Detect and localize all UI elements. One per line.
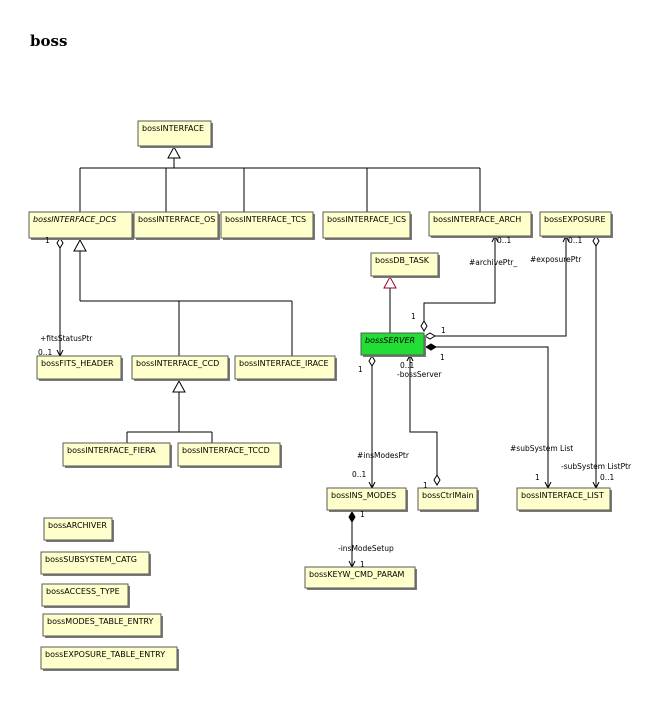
- class-interface-dcs[interactable]: bossINTERFACE_DCS: [28, 211, 134, 240]
- class-name: bossKEYW_CMD_PARAM: [309, 570, 405, 579]
- label-archive-mult-top: 0..1: [497, 236, 512, 245]
- class-name: bossARCHIVER: [48, 521, 107, 530]
- class-boxes: bossINTERFACE bossINTERFACE_DCS bossINTERF…: [28, 120, 613, 671]
- class-name: bossINTERFACE_ICS: [327, 215, 406, 224]
- class-subsystem-catg[interactable]: bossSUBSYSTEM_CATG: [40, 551, 151, 576]
- class-exposure[interactable]: bossEXPOSURE: [539, 211, 613, 238]
- class-interface-tcs[interactable]: bossINTERFACE_TCS: [220, 211, 315, 240]
- label-fits-mult-top: 1: [45, 236, 50, 245]
- generalization-arrowhead: [383, 275, 397, 289]
- class-name: bossINTERFACE_LIST: [521, 491, 604, 500]
- class-name: bossSERVER: [365, 336, 415, 345]
- label-insModesPtr: #insModesPtr: [357, 451, 410, 460]
- label-subSystemList: #subSystem List: [510, 444, 573, 453]
- label-archive-mult-server: 1: [411, 312, 416, 321]
- class-name: bossSUBSYSTEM_CATG: [45, 555, 137, 564]
- relationship-lines: [56, 145, 600, 569]
- label-setup-mult-bottom: 1: [360, 560, 365, 569]
- label-bossServer: -bossServer: [397, 370, 442, 379]
- aggregation-diamond: [420, 320, 428, 332]
- class-name: bossDB_TASK: [375, 256, 430, 265]
- label-subsys-mult: 1: [535, 473, 540, 482]
- composition-diamond: [425, 343, 437, 351]
- class-interface-ccd[interactable]: bossINTERFACE_CCD: [131, 355, 230, 381]
- class-interface-arch[interactable]: bossINTERFACE_ARCH: [428, 211, 533, 238]
- label-server-mult-right: 1: [440, 353, 445, 362]
- class-keyw-cmd-param[interactable]: bossKEYW_CMD_PARAM: [304, 566, 417, 590]
- aggregation-diamond: [433, 474, 441, 486]
- class-interface-irace[interactable]: bossINTERFACE_IRACE: [234, 355, 337, 381]
- label-ctrl-mult: 1: [423, 481, 428, 490]
- class-name: bossINTERFACE_CCD: [136, 359, 219, 368]
- class-name: bossEXPOSURE_TABLE_ENTRY: [45, 650, 165, 659]
- class-ctrl-main[interactable]: bossCtrlMain: [417, 487, 479, 512]
- class-name: bossCtrlMain: [422, 491, 474, 500]
- generalization-arrowhead: [167, 145, 181, 159]
- label-exposurePtr: #exposurePtr: [530, 255, 582, 264]
- class-name: bossINTERFACE_TCS: [225, 215, 306, 224]
- label-insmodes-mult: 0..1: [352, 470, 367, 479]
- class-name: bossINTERFACE_ARCH: [433, 215, 521, 224]
- class-interface-os[interactable]: bossINTERFACE_OS: [133, 211, 220, 240]
- label-fitsStatusPtr: +fitsStatusPtr: [40, 334, 93, 343]
- association-line: [436, 346, 549, 488]
- label-subSystemListPtr: -subSystem ListPtr: [561, 462, 632, 471]
- class-fits-header[interactable]: bossFITS_HEADER: [36, 355, 123, 381]
- label-exposure-mult-server: 1: [441, 326, 446, 335]
- class-archiver[interactable]: bossARCHIVER: [43, 517, 114, 542]
- label-exposure-mult-top: 0..1: [568, 236, 583, 245]
- class-name: bossACCESS_TYPE: [46, 587, 120, 596]
- class-name: bossINTERFACE_TCCD: [182, 446, 270, 455]
- class-exposure-table-entry[interactable]: bossEXPOSURE_TABLE_ENTRY: [40, 646, 179, 671]
- label-fits-mult-bottom: 0..1: [38, 348, 53, 357]
- aggregation-diamond: [424, 332, 436, 340]
- association-line: [423, 236, 496, 321]
- class-name: bossINS_MODES: [331, 491, 396, 500]
- label-server-mult-left: 1: [358, 365, 363, 374]
- class-interface[interactable]: bossINTERFACE: [137, 120, 213, 148]
- class-interface-tccd[interactable]: bossINTERFACE_TCCD: [177, 442, 282, 468]
- class-name: bossINTERFACE_IRACE: [239, 359, 329, 368]
- class-name: bossINTERFACE: [142, 124, 204, 133]
- association-line: [435, 236, 567, 337]
- label-setup-mult-top: 1: [360, 510, 365, 519]
- class-interface-fiera[interactable]: bossINTERFACE_FIERA: [62, 442, 172, 468]
- class-modes-table-entry[interactable]: bossMODES_TABLE_ENTRY: [42, 613, 163, 638]
- class-interface-ics[interactable]: bossINTERFACE_ICS: [322, 211, 412, 240]
- relationship-labels: +fitsStatusPtr 1 0..1 #archivePtr_ 0..1 1 #exp…: [38, 236, 632, 569]
- class-server[interactable]: bossSERVER: [360, 332, 426, 357]
- class-ins-modes[interactable]: bossINS_MODES: [326, 487, 408, 512]
- class-name: bossFITS_HEADER: [41, 359, 114, 368]
- generalization-arrowhead: [73, 238, 87, 252]
- generalization-arrowhead: [172, 379, 186, 393]
- class-name: bossINTERFACE_OS: [138, 215, 215, 224]
- association-line: [409, 355, 438, 475]
- class-name: bossEXPOSURE: [544, 215, 606, 224]
- label-insModeSetup: -insModeSetup: [338, 544, 394, 553]
- class-interface-list[interactable]: bossINTERFACE_LIST: [516, 487, 612, 512]
- label-subsysptr-mult: 0..1: [600, 473, 615, 482]
- diagram-title: boss: [30, 32, 68, 50]
- label-archivePtr: #archivePtr_: [469, 258, 517, 267]
- class-access-type[interactable]: bossACCESS_TYPE: [41, 583, 130, 608]
- class-db-task[interactable]: bossDB_TASK: [370, 252, 440, 278]
- label-server-mult-ctrl-top: 0..1: [400, 361, 415, 370]
- class-name: bossMODES_TABLE_ENTRY: [47, 617, 154, 626]
- class-name: bossINTERFACE_DCS: [33, 215, 116, 224]
- aggregation-diamond: [368, 355, 376, 367]
- class-name: bossINTERFACE_FIERA: [67, 446, 156, 455]
- composition-diamond: [348, 511, 356, 523]
